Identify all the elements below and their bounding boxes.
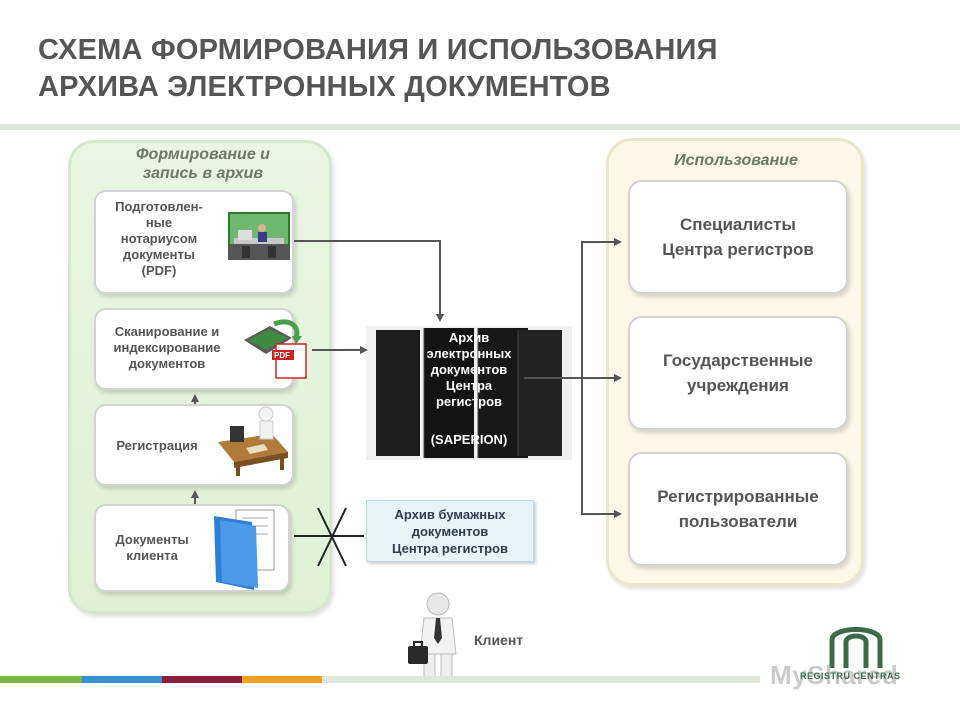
businessman-icon	[400, 590, 470, 682]
archive-to-specialists-arrow	[582, 242, 620, 378]
logo-brand-text: REGISTRU CENTRAS	[800, 671, 901, 681]
bottom-strip-blue	[82, 676, 162, 683]
archive-to-users-arrow	[582, 378, 620, 514]
bottom-strip-green	[0, 676, 82, 683]
paper-archive-crossed-link	[294, 508, 364, 566]
notary-to-archive-arrow	[294, 241, 440, 320]
client-label: Клиент	[474, 632, 523, 648]
bottom-strip-maroon	[162, 676, 242, 683]
bottom-strip-orange	[242, 676, 322, 683]
bottom-strip-grey	[322, 676, 760, 683]
